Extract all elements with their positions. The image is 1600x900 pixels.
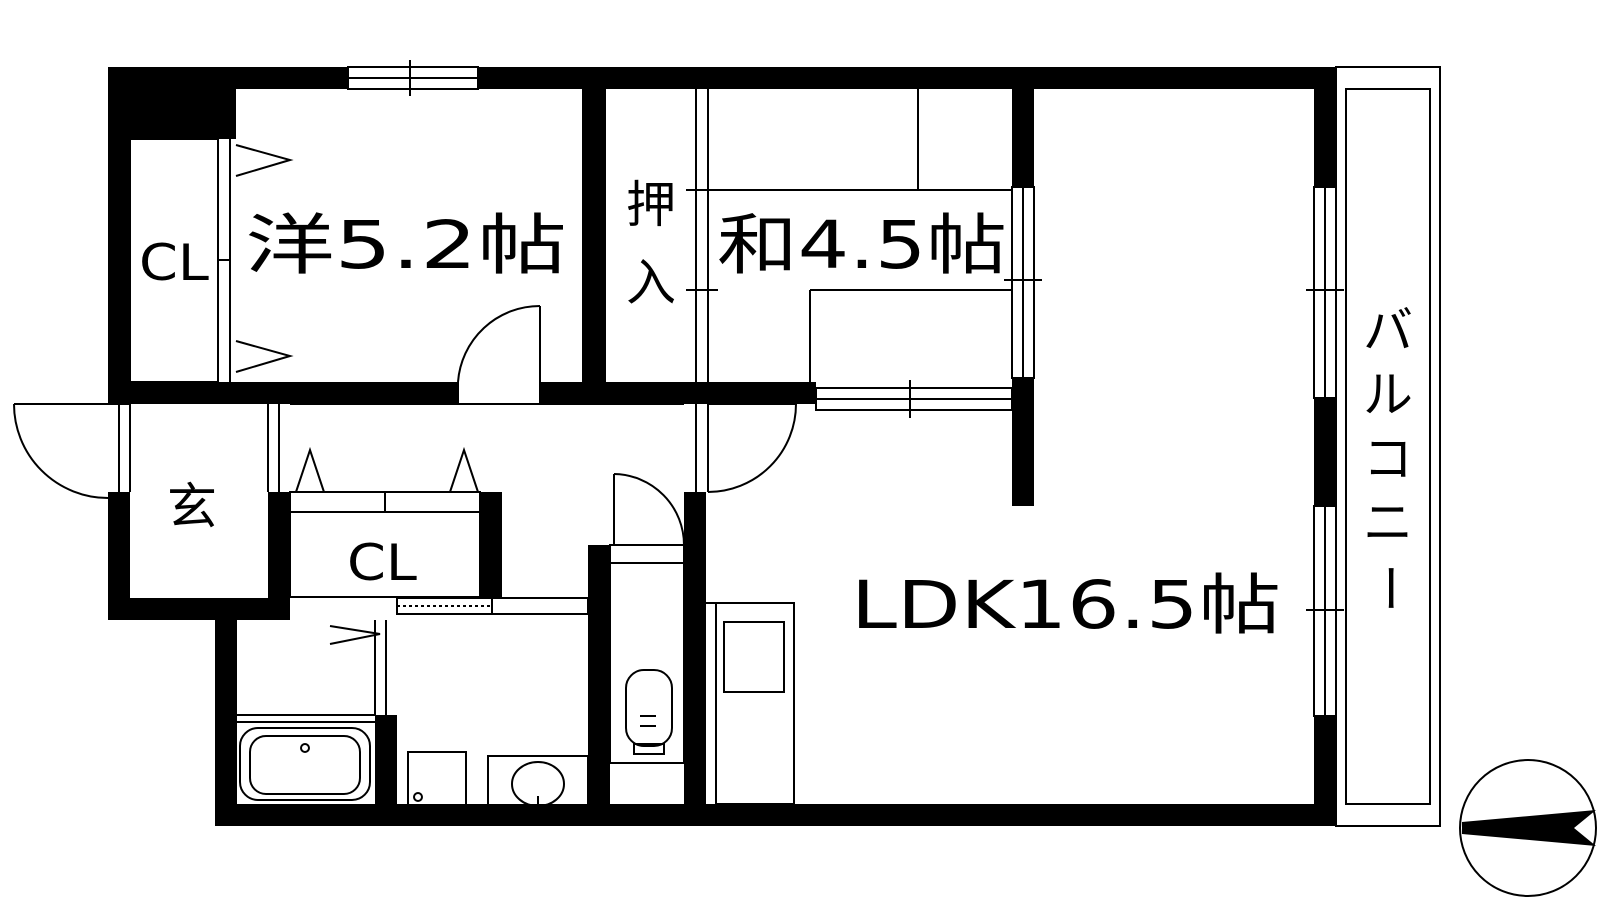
oshiire-label-top: 押 — [626, 176, 676, 234]
oshiire-label-bottom: 入 — [626, 254, 676, 312]
balcony-char: ニ — [1363, 494, 1413, 552]
balcony-char: バ — [1363, 302, 1413, 360]
closet-top-label: CL — [139, 234, 209, 292]
western-room-label: 洋5.2帖 — [245, 207, 567, 284]
walls — [108, 67, 1336, 826]
closet-hall-label: CL — [347, 534, 417, 592]
entrance-label: 玄 — [167, 478, 217, 536]
balcony-label: バ ル コ ニ ー — [1360, 302, 1418, 613]
thin-lines — [13, 60, 1441, 827]
balcony-char: コ — [1363, 430, 1413, 488]
ldk-label: LDK16.5帖 — [851, 567, 1281, 644]
balcony-char: ル — [1363, 366, 1413, 424]
compass-icon — [1459, 759, 1597, 897]
balcony-char: ー — [1360, 563, 1418, 613]
japanese-room-label: 和4.5帖 — [717, 207, 1007, 284]
